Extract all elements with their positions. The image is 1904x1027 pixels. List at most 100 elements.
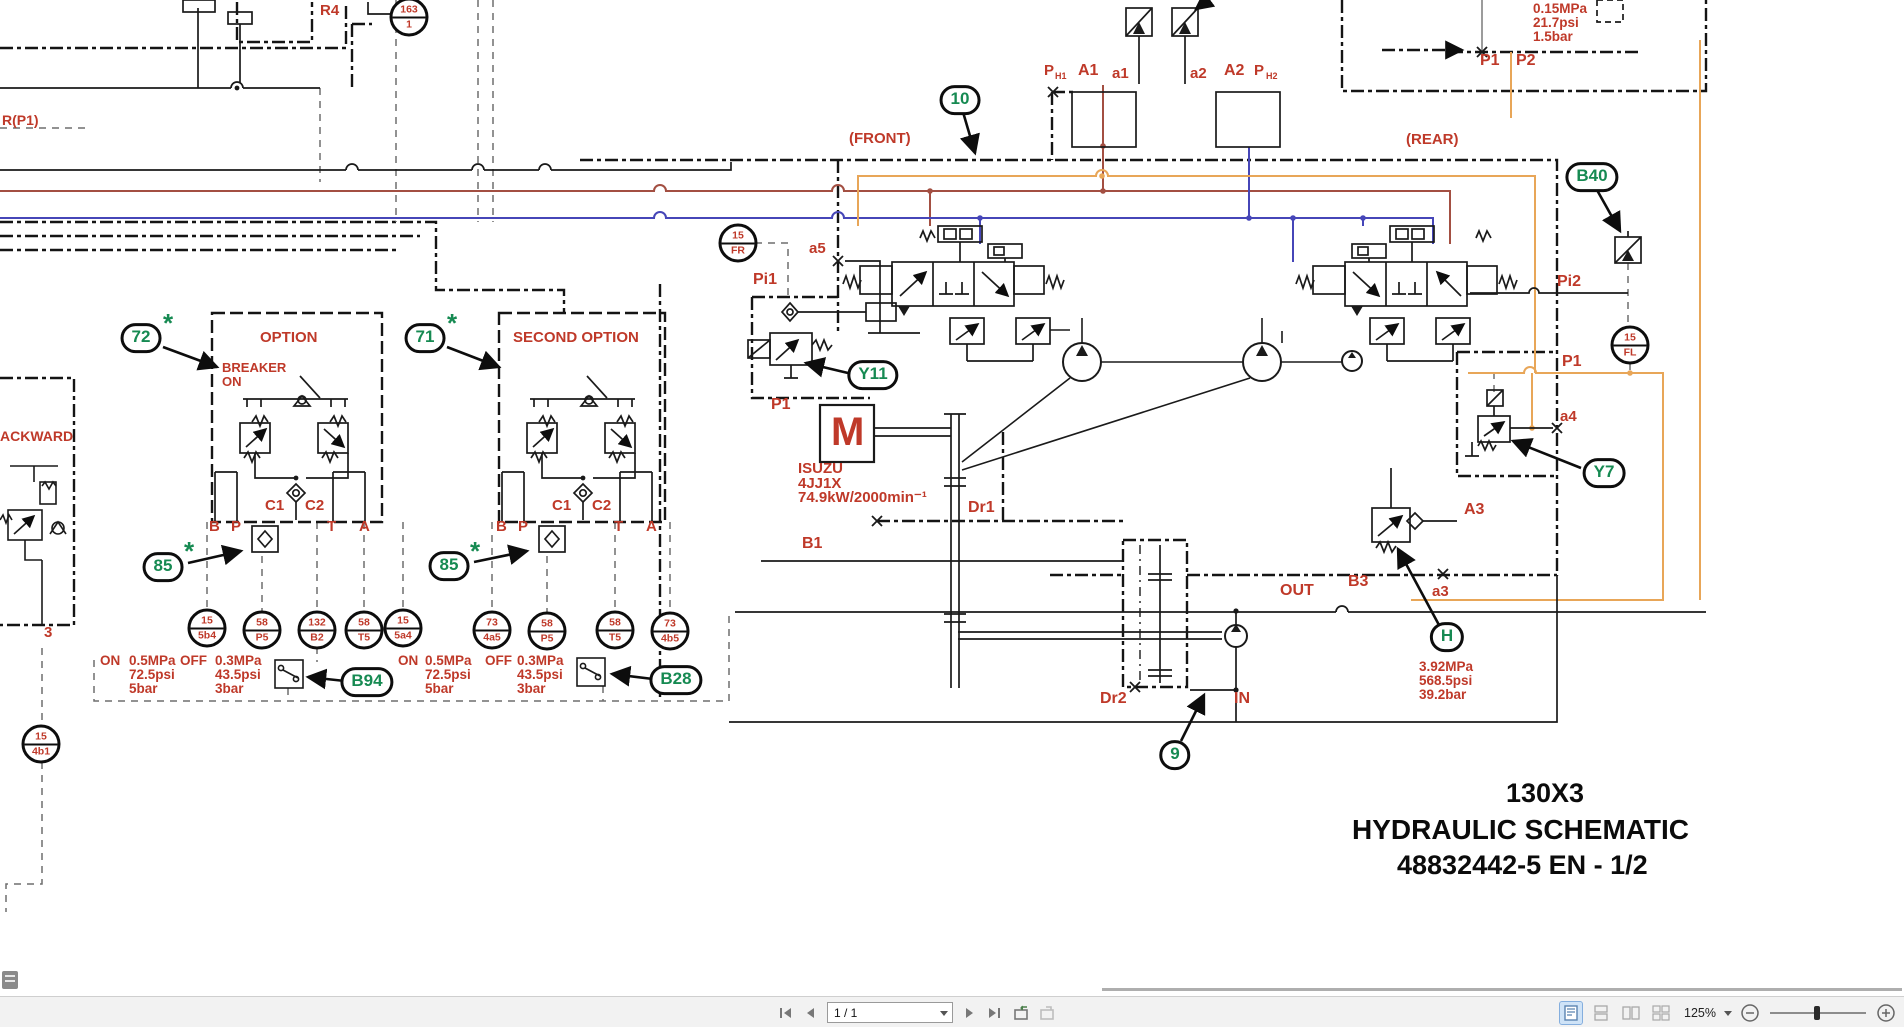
schematic-label: A xyxy=(359,518,370,535)
callout-oval-72: 72 xyxy=(120,323,162,353)
ref-bottom: P5 xyxy=(255,631,269,643)
facing-continuous-layout-button[interactable] xyxy=(1650,1002,1672,1024)
ref-bottom: T5 xyxy=(357,631,371,643)
page-number-field[interactable]: 1 / 1 xyxy=(827,1002,953,1023)
ref-top: 73 xyxy=(475,616,509,631)
brick-lines xyxy=(0,85,1451,244)
schematic-label: Pi2 xyxy=(1557,273,1582,290)
a3-relief-valve xyxy=(1371,507,1425,555)
ref-bottom: FR xyxy=(731,244,745,256)
rear-control-valve xyxy=(1295,225,1518,362)
facing-layout-button[interactable] xyxy=(1620,1002,1642,1024)
continuous-layout-button[interactable] xyxy=(1590,1002,1612,1024)
backward-valve-block xyxy=(0,465,67,625)
schematic-label: a1 xyxy=(1112,65,1129,82)
schematic-label: 3bar xyxy=(517,681,546,696)
page-dropdown-icon[interactable] xyxy=(940,1010,948,1016)
solid-lines xyxy=(0,0,1706,723)
schematic-label: IN xyxy=(1234,690,1250,707)
zoom-slider[interactable] xyxy=(1768,1004,1868,1022)
second-option-valve-block xyxy=(501,375,653,553)
schematic-label: OFF xyxy=(180,653,207,668)
zoom-in-button[interactable] xyxy=(1876,1003,1896,1023)
next-view-button[interactable] xyxy=(1037,1003,1057,1023)
ref-bottom: 5a4 xyxy=(394,629,412,641)
previous-view-button[interactable] xyxy=(1011,1003,1031,1023)
zoom-dropdown-icon[interactable] xyxy=(1724,1010,1732,1016)
schematic-label: P xyxy=(1044,62,1055,79)
zoom-out-button[interactable] xyxy=(1740,1003,1760,1023)
pilot-dash-lines xyxy=(0,0,1631,912)
schematic-label: A3 xyxy=(1464,501,1485,518)
callout-oval-9: 9 xyxy=(1159,740,1191,770)
blue-junction-dots xyxy=(977,215,1366,221)
single-page-layout-button[interactable] xyxy=(1559,1000,1583,1025)
horizontal-scrollbar-thumb[interactable] xyxy=(1102,988,1902,991)
option-valve-block xyxy=(214,375,366,553)
schematic-label: R(P1) xyxy=(2,112,39,128)
schematic-label: 72.5psi xyxy=(425,667,471,682)
schematic-label: C2 xyxy=(305,497,325,514)
callout-oval-b28: B28 xyxy=(649,665,703,695)
callout-oval-85: 85 xyxy=(142,552,184,582)
orange-lines xyxy=(857,40,1701,601)
schematic-label: P1 xyxy=(1562,353,1582,370)
schematic-label: B1 xyxy=(802,535,823,552)
schematic-label: 568.5psi xyxy=(1419,673,1473,688)
schematic-label: 43.5psi xyxy=(215,667,261,682)
schematic-label: BREAKER xyxy=(222,360,287,375)
callout-oval-b40: B40 xyxy=(1565,162,1619,192)
schematic-label: C2 xyxy=(592,497,612,514)
schematic-label: a2 xyxy=(1190,65,1207,82)
schematic-label: 5bar xyxy=(129,681,158,696)
sidebar-mini-icon[interactable] xyxy=(2,971,18,989)
header-solenoid-valves xyxy=(1071,0,1624,148)
ref-bottom: B2 xyxy=(310,631,324,643)
schematic-label: 3.92MPa xyxy=(1419,659,1474,674)
schematic-label: SECOND OPTION xyxy=(513,329,639,346)
schematic-label: P1 xyxy=(1480,52,1500,69)
schematic-label: 39.2bar xyxy=(1419,687,1467,702)
next-page-button[interactable] xyxy=(959,1003,979,1023)
schematic-label: a3 xyxy=(1432,583,1449,600)
schematic-label: 3 xyxy=(44,624,53,641)
callout-oval-85: 85 xyxy=(428,551,470,581)
schematic-label: 4JJ1X xyxy=(798,475,842,492)
ref-bottom: 4a5 xyxy=(483,631,501,643)
schematic-label: OPTION xyxy=(260,329,318,346)
schematic-label: ON xyxy=(222,374,242,389)
option-star: * xyxy=(184,536,195,566)
schematic-label: 0.3MPa xyxy=(215,653,262,668)
schematic-label: M xyxy=(831,410,865,454)
front-control-valve xyxy=(842,225,1065,362)
schematic-label: ISUZU xyxy=(798,460,843,477)
last-page-button[interactable] xyxy=(985,1003,1005,1023)
callout-oval-b94: B94 xyxy=(340,667,394,697)
y7-solenoid-valve xyxy=(1465,389,1511,457)
ref-bottom: P5 xyxy=(540,632,554,644)
schematic-label: B xyxy=(209,518,220,535)
schematic-label: H2 xyxy=(1266,71,1278,81)
orange-junction-dots xyxy=(1099,173,1633,431)
schematic-label: A1 xyxy=(1078,62,1099,79)
option-star: * xyxy=(470,536,481,566)
zoom-slider-handle[interactable] xyxy=(1814,1005,1820,1020)
first-page-button[interactable] xyxy=(775,1003,795,1023)
pressure-switch-symbols xyxy=(274,657,606,689)
ref-top: 132 xyxy=(300,616,334,631)
option-star: * xyxy=(163,308,174,338)
ref-top: 15 xyxy=(386,614,420,629)
schematic-label: a5 xyxy=(809,240,826,257)
previous-page-button[interactable] xyxy=(801,1003,821,1023)
schematic-label: 48832442-5 EN - 1/2 xyxy=(1397,850,1648,880)
callout-oval-y7: Y7 xyxy=(1582,458,1626,488)
